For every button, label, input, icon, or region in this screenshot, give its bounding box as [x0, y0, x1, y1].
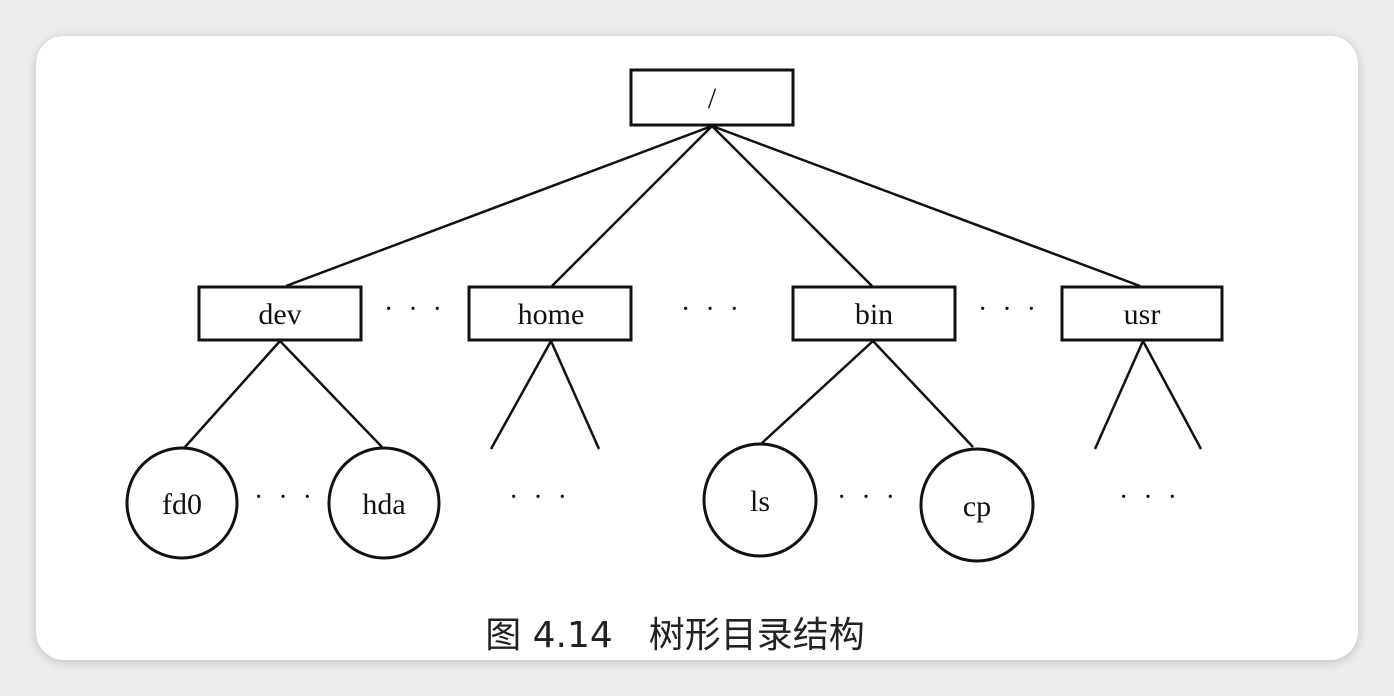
- ellipsis-home-children: · · ·: [509, 482, 571, 513]
- edge-home-right: [549, 340, 601, 450]
- edge-dev-hda: [279, 340, 383, 448]
- ellipsis-dev-home: · · ·: [384, 294, 446, 325]
- node-cp: cp: [919, 447, 1035, 563]
- ellipsis-ls-cp: · · ·: [837, 482, 899, 513]
- node-bin: bin: [791, 285, 957, 342]
- node-bin-label: bin: [855, 298, 893, 331]
- node-ls: ls: [702, 442, 818, 558]
- node-root: /: [629, 68, 795, 127]
- ellipsis-fd0-hda: · · ·: [254, 482, 316, 513]
- edge-usr-left: [1093, 340, 1145, 450]
- node-root-label: /: [708, 82, 717, 115]
- edge-home-left: [489, 340, 553, 450]
- ellipsis-bin-usr: · · ·: [978, 294, 1040, 325]
- edge-root-bin: [711, 125, 873, 287]
- edge-root-dev: [285, 124, 713, 288]
- node-hda-label: hda: [362, 488, 405, 521]
- node-dev: dev: [197, 285, 363, 342]
- edge-root-usr: [711, 124, 1141, 288]
- node-cp-label: cp: [963, 490, 991, 523]
- ellipsis-home-bin: · · ·: [681, 294, 743, 325]
- node-hda: hda: [327, 446, 441, 560]
- node-ls-label: ls: [750, 485, 770, 518]
- edge-bin-cp: [872, 340, 974, 448]
- node-fd0-label: fd0: [162, 488, 202, 521]
- edge-root-home: [551, 125, 713, 287]
- edge-bin-ls: [761, 340, 874, 444]
- node-home: home: [467, 285, 633, 342]
- node-usr-label: usr: [1124, 298, 1161, 331]
- node-usr: usr: [1060, 285, 1224, 342]
- edge-usr-right: [1141, 340, 1203, 450]
- figure-caption: 图 4.14 树形目录结构: [485, 615, 865, 656]
- node-home-label: home: [518, 298, 585, 331]
- edge-dev-fd0: [184, 340, 281, 448]
- node-dev-label: dev: [258, 298, 301, 331]
- node-fd0: fd0: [125, 446, 239, 560]
- ellipsis-usr-children: · · ·: [1119, 482, 1181, 513]
